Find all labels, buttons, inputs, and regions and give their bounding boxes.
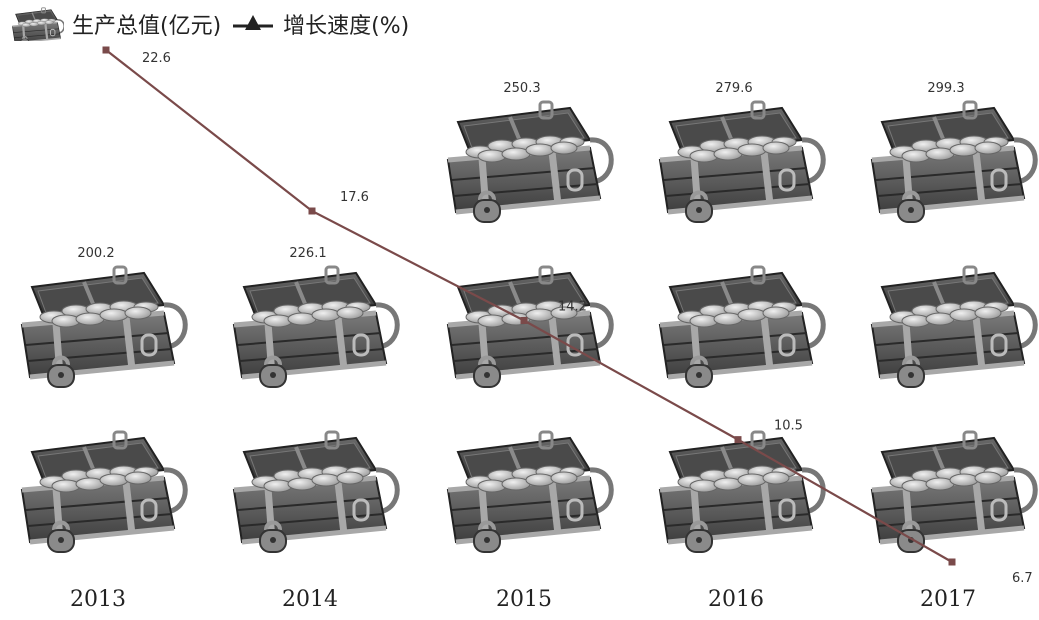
growth-label-2016: 10.5 — [774, 419, 803, 434]
treasure-chest-2015-3 — [448, 102, 611, 222]
treasure-chest-2013-2 — [22, 267, 185, 387]
treasure-chest-icon — [8, 7, 64, 41]
legend: 生产总值(亿元) 增长速度(%) — [8, 4, 409, 44]
growth-point-2014 — [308, 207, 316, 215]
year-label-2014: 2014 — [282, 587, 338, 612]
growth-label-2017: 6.7 — [1012, 571, 1033, 586]
legend-item-gdp: 生产总值(亿元) — [8, 7, 221, 41]
treasure-chest-2016-3 — [660, 102, 823, 222]
growth-label-2015: 14.2 — [558, 299, 587, 314]
year-label-2013: 2013 — [70, 587, 126, 612]
treasure-chest-2014-1 — [234, 432, 397, 552]
treasure-chest-2017-1 — [872, 432, 1035, 552]
gdp-label-2015: 250.3 — [503, 81, 540, 96]
legend-item-growth: 增长速度(%) — [231, 8, 409, 40]
treasure-chest-2017-3 — [872, 102, 1035, 222]
growth-label-2013: 22.6 — [142, 51, 171, 66]
growth-point-2016 — [734, 436, 742, 444]
year-label-2017: 2017 — [920, 587, 976, 612]
treasure-chest-2015-2 — [448, 267, 611, 387]
legend-label-growth: 增长速度(%) — [283, 14, 410, 39]
legend-label-gdp: 生产总值(亿元) — [72, 14, 222, 39]
gdp-label-2016: 279.6 — [715, 81, 752, 96]
treasure-chest-2017-2 — [872, 267, 1035, 387]
year-label-2015: 2015 — [496, 587, 552, 612]
treasure-chest-2014-2 — [234, 267, 397, 387]
treasure-chest-2016-1 — [660, 432, 823, 552]
treasure-chest-2016-2 — [660, 267, 823, 387]
growth-point-2017 — [948, 558, 956, 566]
treasure-chest-2015-1 — [448, 432, 611, 552]
treasure-chest-2013-1 — [22, 432, 185, 552]
gdp-label-2013: 200.2 — [77, 246, 114, 261]
gdp-label-2014: 226.1 — [289, 246, 326, 261]
gdp-label-2017: 299.3 — [927, 81, 964, 96]
growth-label-2014: 17.6 — [340, 190, 369, 205]
line-triangle-icon — [233, 15, 274, 30]
growth-point-2013 — [102, 46, 110, 54]
growth-point-2015 — [520, 316, 528, 324]
year-label-2016: 2016 — [708, 587, 764, 612]
